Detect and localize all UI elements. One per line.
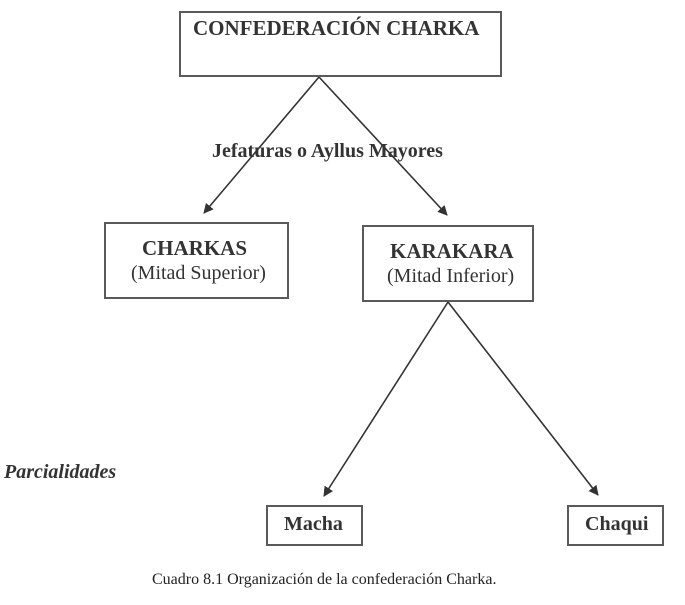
arrow-root-to-karakara	[318, 76, 448, 216]
node-label: KARAKARA	[390, 239, 514, 263]
node-label: Chaqui	[585, 513, 649, 535]
arrow-karakara-to-macha	[323, 301, 449, 497]
node-subtitle: (Mitad Superior)	[131, 262, 266, 284]
node-label: CONFEDERACIÓN CHARKA	[193, 16, 480, 40]
node-confederacion-charka: CONFEDERACIÓN CHARKA	[179, 11, 502, 77]
node-label: CHARKAS	[142, 236, 248, 260]
figure-caption: Cuadro 8.1 Organización de la confederac…	[152, 571, 497, 588]
arrow-karakara-to-chaqui	[447, 301, 599, 496]
node-chaqui: Chaqui	[567, 505, 664, 546]
node-subtitle: (Mitad Inferior)	[387, 265, 515, 287]
arrow-root-to-charkas	[203, 76, 320, 214]
node-karakara: KARAKARA (Mitad Inferior)	[362, 225, 534, 302]
node-label: Macha	[284, 513, 343, 535]
node-macha: Macha	[266, 505, 363, 546]
section-label-parcialidades: Parcialidades	[4, 461, 117, 483]
edge-label-jefaturas: Jefaturas o Ayllus Mayores	[212, 140, 443, 162]
node-charkas: CHARKAS (Mitad Superior)	[104, 222, 289, 299]
